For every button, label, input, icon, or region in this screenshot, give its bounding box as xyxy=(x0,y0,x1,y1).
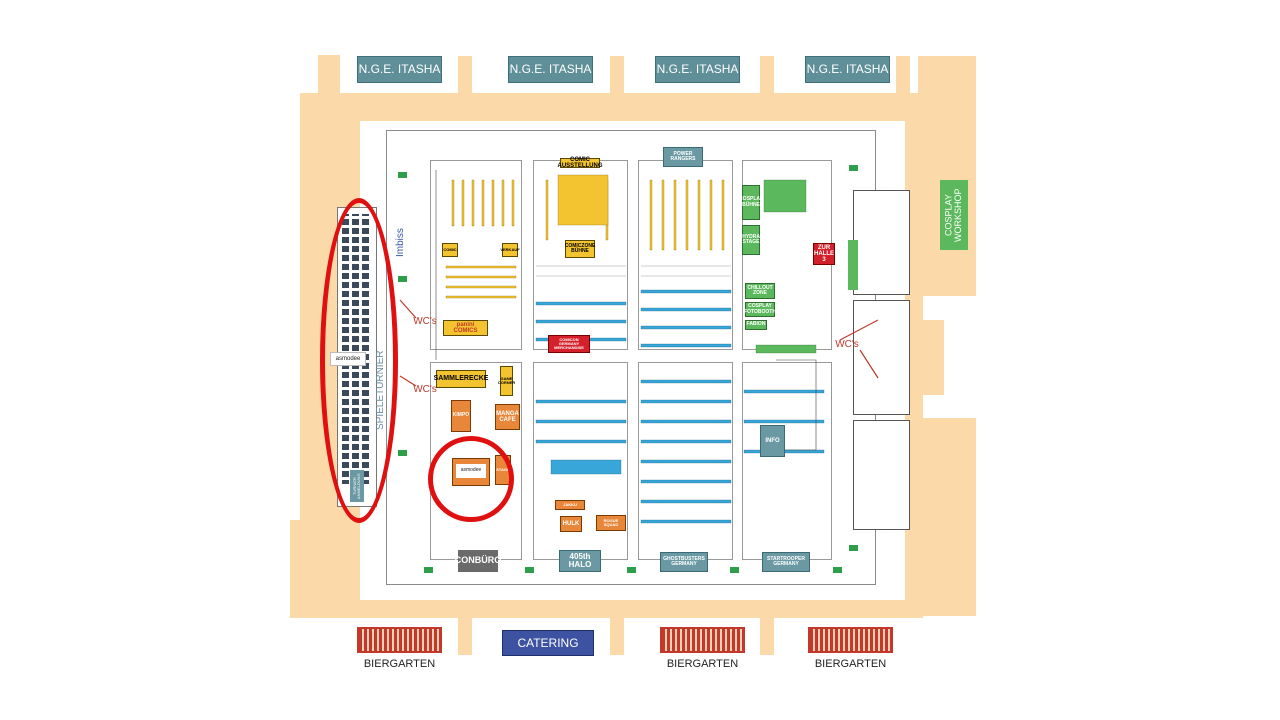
booth-kimpo: KIMPO xyxy=(451,400,471,432)
highlight-circle-center xyxy=(428,436,514,522)
booth-hydra-stage: HYDRA STAGE xyxy=(742,225,760,255)
exit-sign-9 xyxy=(849,165,858,171)
biergarten-left xyxy=(357,627,442,653)
biergarten-label-left: BIERGARTEN xyxy=(363,658,436,671)
booth-info: INFO xyxy=(760,425,785,457)
exit-sign-3 xyxy=(398,450,407,456)
right-rooms-mid xyxy=(853,300,910,415)
booth-startrooper: STARTROOPER GERMANY xyxy=(762,552,810,572)
booth-405th-halo: 405th HALO xyxy=(559,550,601,572)
top-notch-2 xyxy=(610,56,624,96)
cosplay-workshop: COSPLAY WORKSHOP xyxy=(940,180,968,250)
booth-comic-ausstellung: COMIC AUSSTELLUNG xyxy=(557,156,603,169)
right-wing-mid xyxy=(918,320,944,395)
exit-sign-1 xyxy=(398,172,407,178)
exit-sign-6 xyxy=(627,567,636,573)
catering-label: CATERING xyxy=(502,630,594,656)
wc-label-left-top: WC's xyxy=(413,315,437,327)
booth-small-1: COMIC xyxy=(442,243,458,257)
booth-cosplay-foto: COSPLAY FOTOBOOTH xyxy=(744,302,776,317)
right-wing-bottom xyxy=(918,418,976,616)
wc-arrows xyxy=(399,299,879,387)
booth-panini-comics: panini COMICS xyxy=(443,320,488,336)
right-rooms-top xyxy=(853,190,910,295)
booth-hulk: HULK xyxy=(560,516,582,532)
right-green-room xyxy=(848,240,858,290)
biergarten-middle xyxy=(660,627,745,653)
highlight-circle-left xyxy=(320,198,398,523)
booth-comicon-merch: COMICON GERMANY MERCHANDISE xyxy=(548,335,590,353)
booth-ghostbusters: GHOSTBUSTERS GERMANY xyxy=(660,552,708,572)
booth-fabion: FABION xyxy=(745,320,767,330)
booth-rows-graphic xyxy=(435,170,825,524)
wc-label-right: WC's xyxy=(835,338,859,350)
exit-sign-5 xyxy=(525,567,534,573)
nge-itasha-label-1: N.G.E. ITASHA xyxy=(357,56,442,83)
biergarten-label-right: BIERGARTEN xyxy=(814,658,887,671)
exit-sign-10 xyxy=(849,545,858,551)
booth-conbuero: CONBÜRO xyxy=(455,550,501,572)
bottom-notch-2 xyxy=(610,615,624,655)
right-wing-top xyxy=(918,56,976,296)
booth-manga-cafe: MANGA CAFE xyxy=(495,404,520,430)
hall-section-3 xyxy=(638,160,733,350)
left-bump-bottom xyxy=(290,520,326,618)
booth-cosplay-buehne: COSPLAY BÜHNE xyxy=(739,185,763,220)
nge-itasha-label-3: N.G.E. ITASHA xyxy=(655,56,740,83)
booth-rogue: ROGUE SQUAD xyxy=(596,515,626,531)
exit-sign-8 xyxy=(833,567,842,573)
wc-label-left-mid: WC's xyxy=(413,383,437,395)
bottom-notch-1 xyxy=(458,615,472,655)
booth-zur-halle-3: ZUR HALLE 3 xyxy=(813,243,835,265)
nge-itasha-label-4: N.G.E. ITASHA xyxy=(805,56,890,83)
biergarten-label-middle: BIERGARTEN xyxy=(666,658,739,671)
outer-corridor-top xyxy=(300,93,920,121)
exit-sign-4 xyxy=(424,567,433,573)
booth-power-rangers: POWER RANGERS xyxy=(663,147,703,167)
outer-corridor-bottom xyxy=(300,600,920,618)
imbiss-label: Imbiss xyxy=(394,228,406,258)
exit-sign-7 xyxy=(730,567,739,573)
top-notch-3 xyxy=(760,56,774,96)
booth-small-3: GAME CORNER xyxy=(498,366,515,396)
booth-jakku: JAKKU xyxy=(555,500,585,510)
bottom-notch-3 xyxy=(760,615,774,655)
right-rooms-bottom xyxy=(853,420,910,530)
left-bump-top xyxy=(318,55,340,105)
booth-sammlerecke: SAMMLERECKE xyxy=(434,370,488,388)
top-notch-1 xyxy=(458,56,472,96)
booth-chillout-zone: CHILLOUT ZONE xyxy=(745,283,775,299)
booth-comiczone-buehne: COMICZONE BÜHNE xyxy=(565,240,595,258)
booth-small-2: VERKAUF xyxy=(500,243,520,257)
nge-itasha-label-2: N.G.E. ITASHA xyxy=(508,56,593,83)
exit-sign-2 xyxy=(398,276,407,282)
biergarten-right xyxy=(808,627,893,653)
top-notch-4 xyxy=(896,56,910,96)
